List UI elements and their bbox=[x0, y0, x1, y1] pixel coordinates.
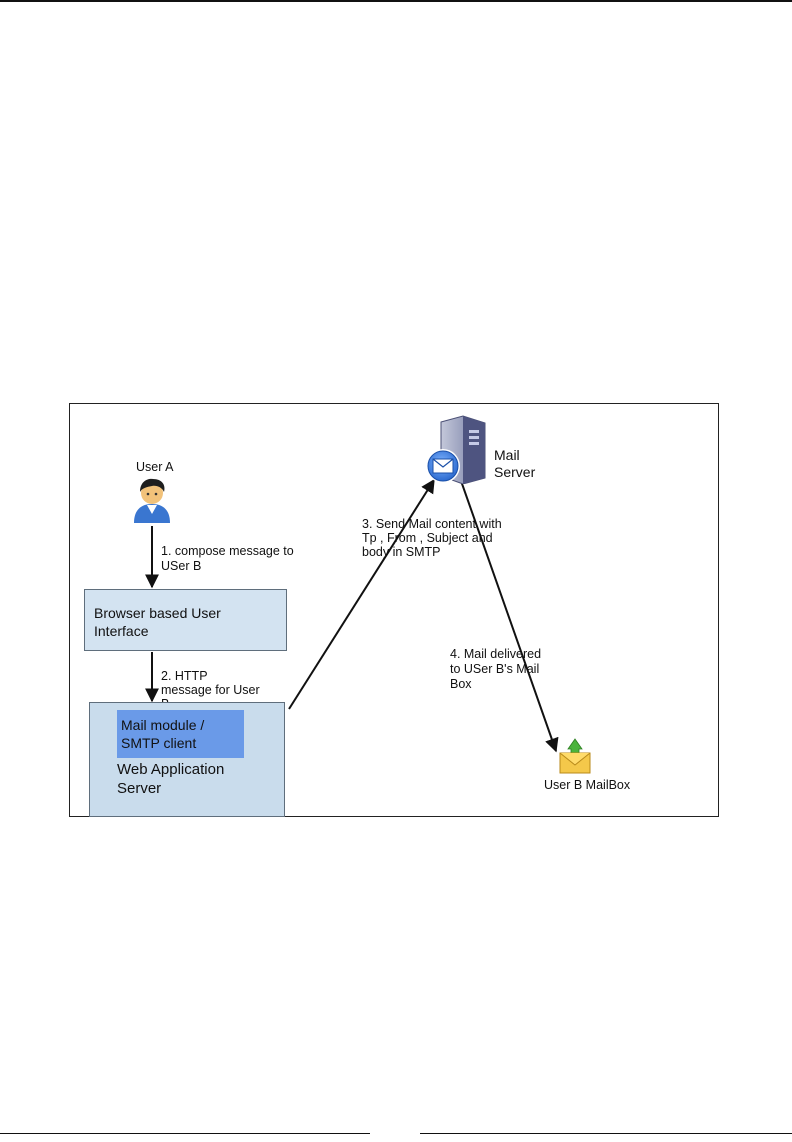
mail-module-label: Mail module / SMTP client bbox=[121, 717, 205, 751]
mail-server-label: Mail Server bbox=[494, 447, 536, 480]
user-b-mailbox-label: User B MailBox bbox=[544, 778, 631, 792]
page-top-rule bbox=[0, 0, 792, 2]
browser-ui-label: Browser based User Interface bbox=[94, 605, 221, 639]
mail-flow-diagram: User A 1. compose message to USer B 2. H… bbox=[69, 403, 719, 817]
web-app-server-box: Mail module / SMTP client Web Applicatio… bbox=[89, 702, 285, 817]
diagram-arrows bbox=[145, 477, 559, 753]
arrow-delivered bbox=[459, 477, 559, 753]
edge-label-compose: 1. compose message to USer B bbox=[161, 544, 294, 573]
arrow-send-mail bbox=[288, 478, 435, 710]
edge-label-delivered: 4. Mail delivered to USer B's Mail Box bbox=[450, 647, 542, 691]
user-person-icon bbox=[134, 478, 170, 523]
edge-label-send-mail: 3. Send Mail content with Tp , From , Su… bbox=[362, 517, 502, 559]
mail-server-icon bbox=[426, 415, 486, 484]
page-bottom-rule-left bbox=[0, 1133, 370, 1134]
web-app-server-label: Web Application Server bbox=[117, 761, 225, 797]
mailbox-envelope-icon bbox=[559, 738, 591, 774]
browser-ui-box: Browser based User Interface bbox=[84, 589, 287, 651]
page-bottom-rule-right bbox=[420, 1133, 792, 1134]
user-a-label: User A bbox=[136, 460, 174, 474]
mail-module-box: Mail module / SMTP client bbox=[117, 710, 244, 758]
